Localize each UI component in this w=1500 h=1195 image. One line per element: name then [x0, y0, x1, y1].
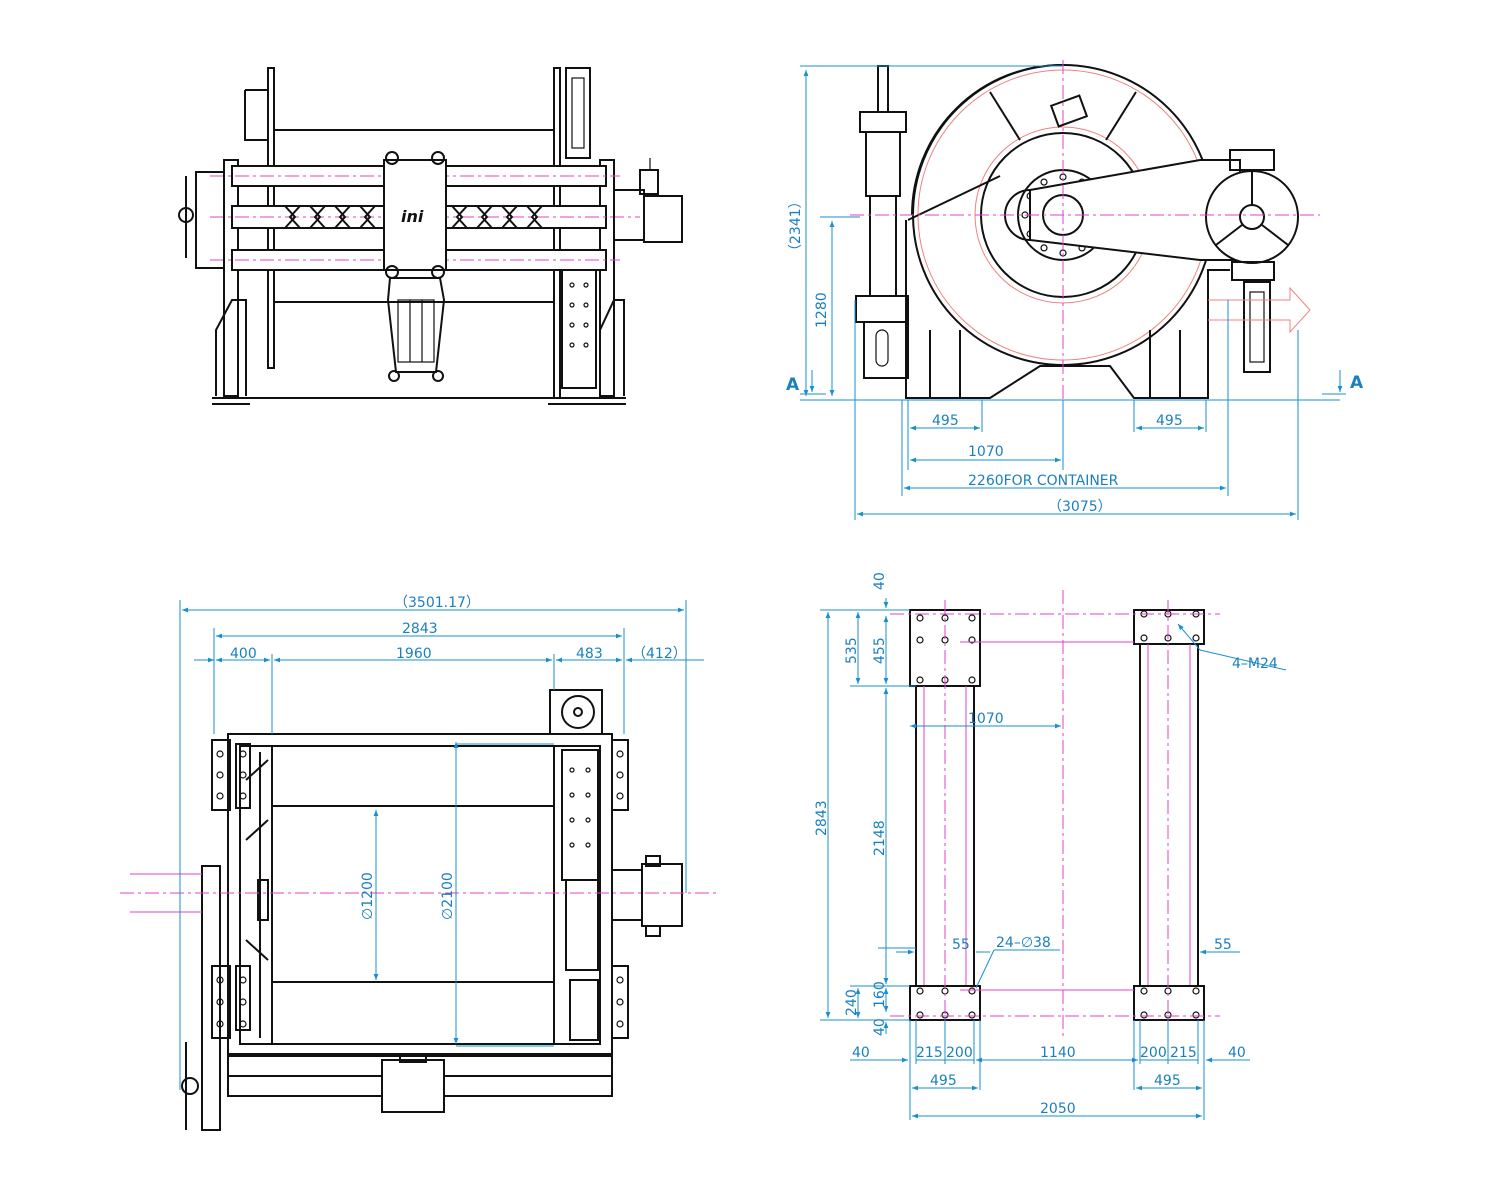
section-a-right: A	[1350, 373, 1364, 393]
dim-overall-side: （3075）	[1048, 499, 1112, 515]
front-view	[120, 689, 718, 1131]
dim-240: 240	[844, 989, 860, 1016]
bolts-label: 4–M24	[1232, 656, 1278, 672]
dia-2100: ∅2100	[440, 872, 456, 920]
dim-535: 535	[844, 637, 860, 664]
dim-axis-height: 1280	[814, 292, 830, 328]
dim-2843-base: 2843	[814, 800, 830, 836]
dim-495-left: 495	[930, 1073, 957, 1089]
dim-2050: 2050	[1040, 1101, 1076, 1117]
side-view-dimensions: （2341） 1280 A A 495 495 1070 2260FOR CON…	[786, 65, 1364, 520]
top-view: ini	[178, 67, 683, 405]
dim-200-right: 200	[1140, 1045, 1167, 1061]
base-view	[890, 590, 1220, 1040]
dim-container: 2260FOR CONTAINER	[968, 473, 1119, 489]
dim-1070-base: 1070	[968, 711, 1004, 727]
side-view	[850, 60, 1320, 400]
dim-55-left: 55	[952, 937, 970, 953]
dim-1960: 1960	[396, 646, 432, 662]
dim-495-right: 495	[1154, 1073, 1181, 1089]
dim-483: 483	[576, 646, 603, 662]
dim-215-left: 215	[916, 1045, 943, 1061]
dim-1070-side: 1070	[968, 444, 1004, 460]
dim-height-total: （2341）	[788, 194, 804, 258]
holes-label: 24–∅38	[996, 935, 1051, 951]
dia-1200: ∅1200	[360, 872, 376, 920]
hub-bolt-hole	[1040, 244, 1048, 252]
dim-160: 160	[872, 981, 888, 1008]
dim-foot-right: 495	[1156, 413, 1183, 429]
dim-overall-front: （3501.17）	[394, 595, 480, 611]
dim-2843-front: 2843	[402, 621, 438, 637]
dim-40-right: 40	[1228, 1045, 1246, 1061]
dim-foot-left: 495	[932, 413, 959, 429]
dim-2148: 2148	[872, 820, 888, 856]
dim-1140: 1140	[1040, 1045, 1076, 1061]
front-view-dimensions: （3501.17） 2843 400 1960 483 （412） ∅1200 …	[179, 595, 704, 1090]
dim-200-left: 200	[946, 1045, 973, 1061]
dim-40-bottom: 40	[872, 1018, 888, 1036]
dim-55-right: 55	[1214, 937, 1232, 953]
manufacturer-logo: ini	[401, 207, 424, 226]
hub-bolt-hole	[1040, 178, 1048, 186]
dim-40-left: 40	[852, 1045, 870, 1061]
dim-40-top: 40	[872, 572, 888, 590]
dim-400: 400	[230, 646, 257, 662]
section-a-left: A	[786, 375, 800, 395]
dim-412: （412）	[632, 646, 687, 662]
base-view-dimensions: 40 2843 535 455 2148 1070 55 55 24–∅38 4…	[814, 572, 1287, 1120]
dim-215-right: 215	[1170, 1045, 1197, 1061]
dim-455: 455	[872, 637, 888, 664]
